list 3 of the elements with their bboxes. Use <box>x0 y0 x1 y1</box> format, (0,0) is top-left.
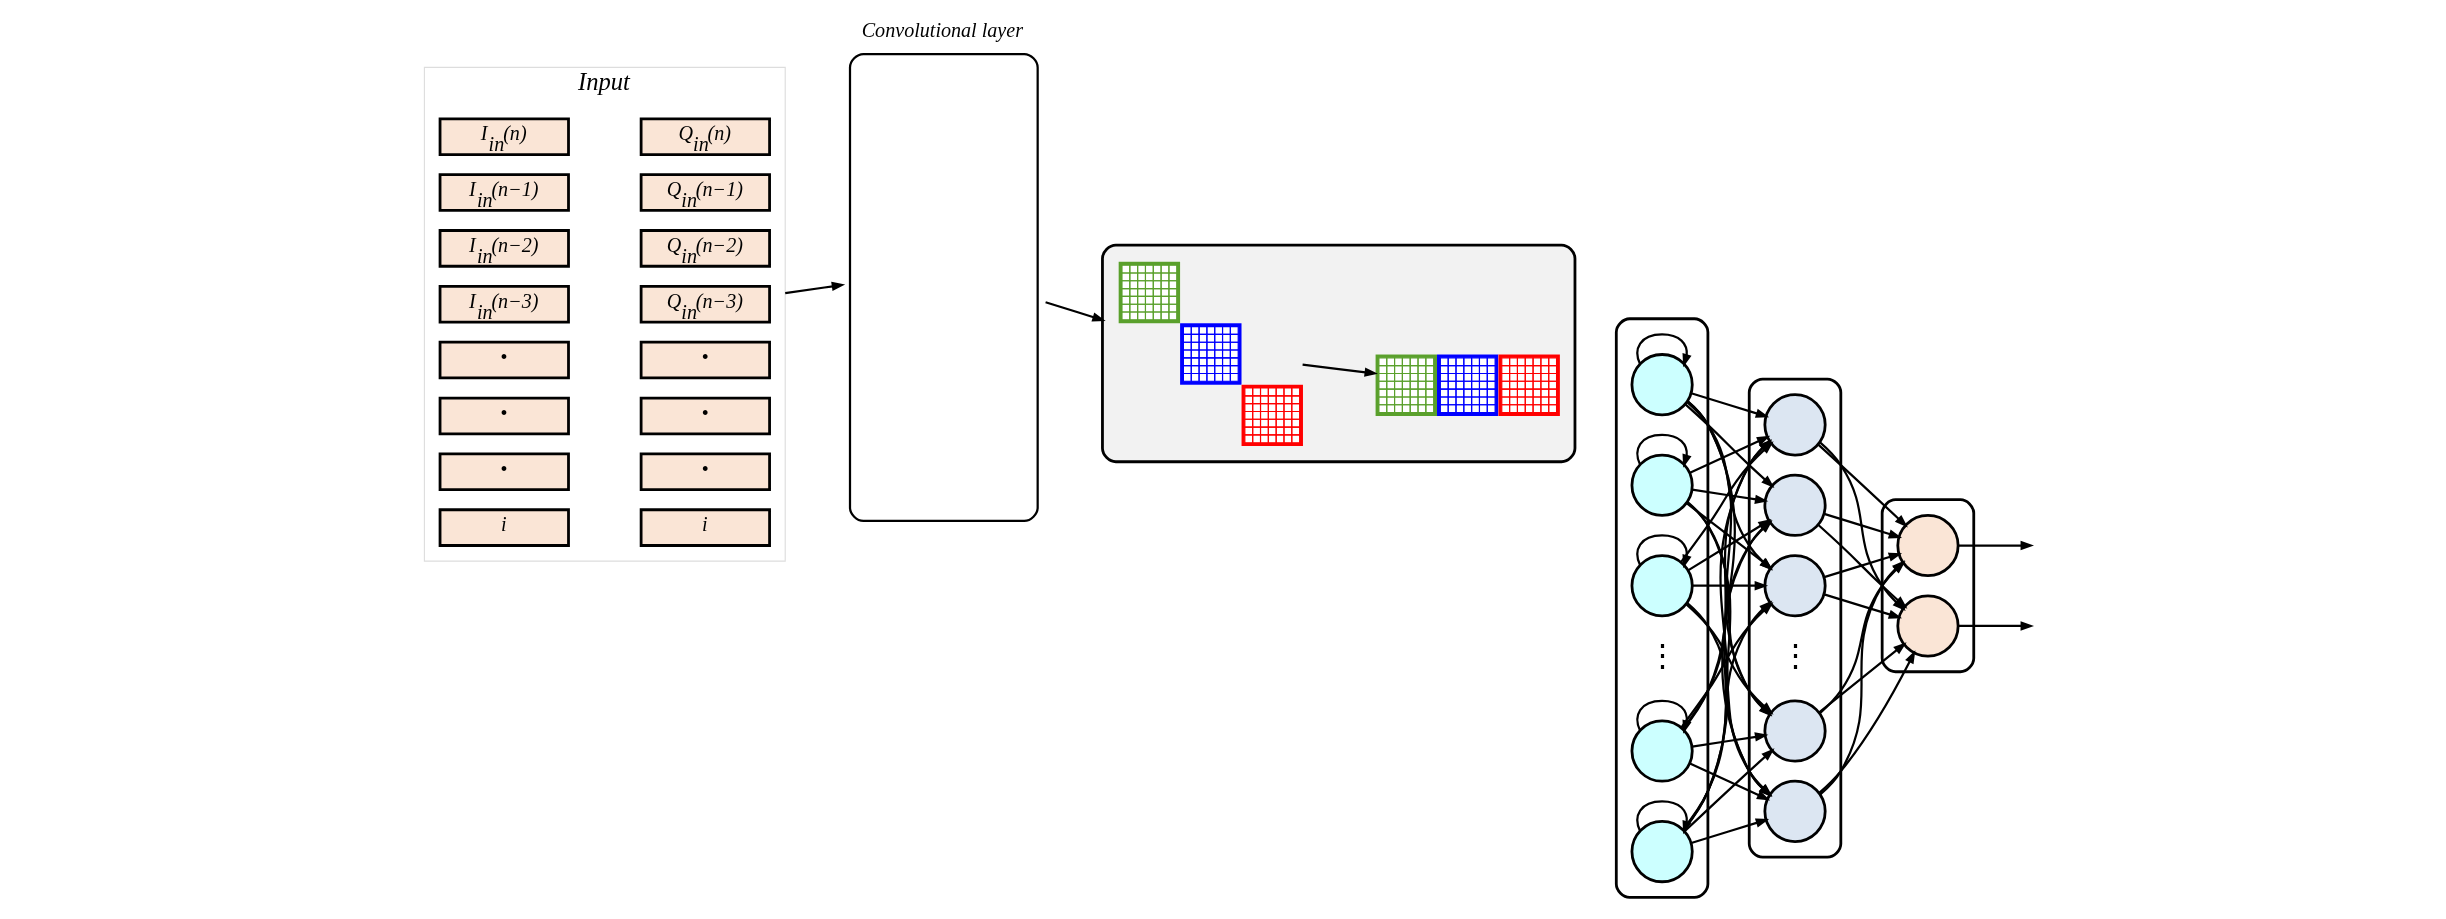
label: ⋮ <box>1646 638 1678 674</box>
node-label: Convolutional layer <box>861 18 1023 41</box>
label: ⋮ <box>1779 638 1811 674</box>
